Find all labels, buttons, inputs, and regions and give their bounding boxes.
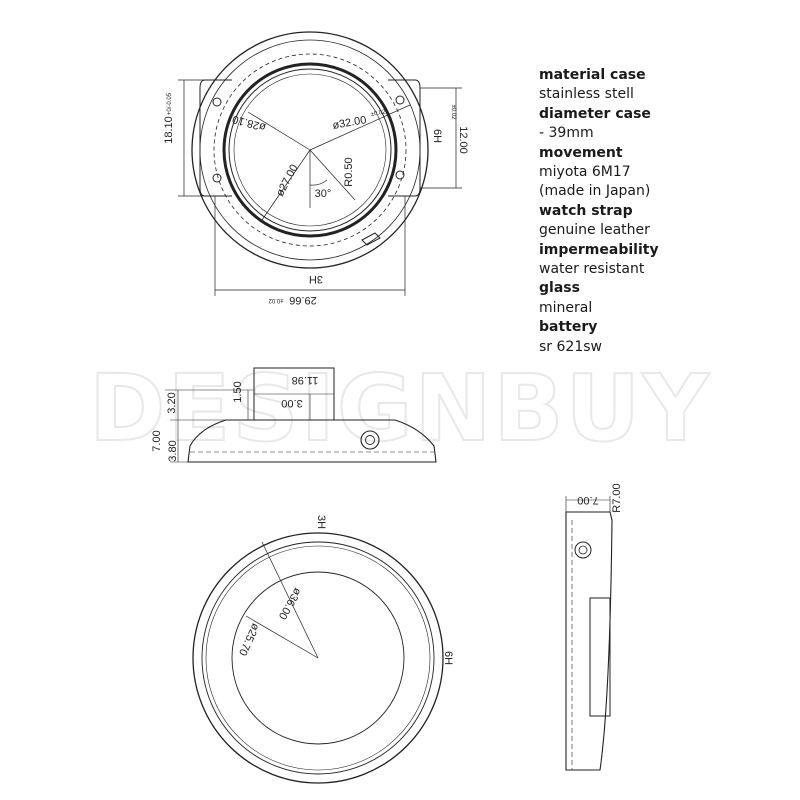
leader-line bbox=[309, 104, 411, 151]
dim-height-3: 7.00 bbox=[151, 430, 163, 451]
spec-value-movement-origin: (made in Japan) bbox=[539, 183, 651, 200]
side-crown bbox=[360, 430, 380, 450]
top-glass-ring bbox=[222, 62, 398, 238]
back-view: ø36.00 ø25.70 3H 6H bbox=[192, 515, 454, 784]
spec-value-watch-strap: genuine leather bbox=[539, 222, 650, 239]
top-view: ø28.10 ø32.00 ±0.02 ø27.00 R0.50 30° 18.… bbox=[163, 31, 469, 306]
dim-crown-offset: 3.00 bbox=[281, 397, 302, 409]
dim-width-tolerance: ±0.02 bbox=[268, 297, 284, 303]
dim-lug-height: 12.00 bbox=[457, 126, 469, 154]
mark-6h: 6H bbox=[431, 129, 443, 143]
dim-width: 29.66 bbox=[289, 294, 317, 306]
mark-3h: 3H bbox=[309, 273, 323, 285]
back-bezel-ring bbox=[201, 541, 435, 775]
dim-back-diameter-1: ø36.00 bbox=[276, 586, 304, 622]
top-dashed-ring bbox=[213, 53, 407, 247]
profile-strap-slot bbox=[589, 597, 611, 717]
leader-line bbox=[247, 111, 311, 151]
top-outer-ring bbox=[191, 31, 429, 269]
lug-hole bbox=[212, 97, 222, 107]
dim-outer-diameter: ø32.00 bbox=[332, 114, 368, 132]
angle-arc bbox=[309, 179, 328, 186]
spec-value-material-case: stainless stell bbox=[539, 86, 634, 103]
top-dial-ring bbox=[228, 68, 392, 232]
back-mark-3h: 3H bbox=[315, 515, 327, 529]
spec-label-glass: glass bbox=[539, 280, 580, 297]
spec-value-battery: sr 621sw bbox=[539, 338, 602, 355]
leader-line bbox=[261, 149, 311, 221]
lug-hole bbox=[395, 95, 405, 105]
dim-height-1: 1.50 bbox=[232, 381, 244, 402]
dim-height-4: 3.80 bbox=[167, 440, 179, 461]
spec-label-movement: movement bbox=[539, 144, 623, 161]
dim-height-2: 3.20 bbox=[166, 392, 178, 413]
spec-label-diameter-case: diameter case bbox=[539, 105, 651, 122]
spec-value-impermeability: water resistant bbox=[539, 261, 645, 278]
side-crown-inner bbox=[365, 435, 375, 445]
top-inner-ring bbox=[233, 73, 387, 227]
profile-case-body bbox=[565, 511, 613, 771]
spec-value-diameter-case: - 39mm bbox=[539, 125, 594, 142]
dim-radius: R0.50 bbox=[343, 157, 355, 186]
dim-crown-width: 11.98 bbox=[292, 374, 319, 386]
lug-hole bbox=[212, 173, 222, 183]
side-view: 11.98 3.00 1.50 3.20 7.00 3.80 bbox=[151, 367, 437, 463]
side-case-body bbox=[187, 419, 437, 463]
spec-label-impermeability: impermeability bbox=[539, 241, 659, 258]
profile-crown bbox=[574, 541, 592, 559]
spec-label-material-case: material case bbox=[539, 67, 646, 83]
dim-outer-diameter-tolerance: ±0.02 bbox=[370, 109, 386, 118]
dim-lug-height-tolerance: ±0.02 bbox=[450, 105, 456, 121]
back-inner-ring bbox=[205, 545, 431, 771]
spec-value-glass: mineral bbox=[539, 299, 593, 316]
dim-back-diameter-2: ø25.70 bbox=[236, 621, 261, 657]
back-caseback-ring bbox=[231, 571, 405, 745]
leader-line bbox=[261, 541, 319, 659]
top-crown bbox=[361, 232, 381, 246]
dim-profile-radius: R7.00 bbox=[611, 483, 623, 512]
profile-crown-inner bbox=[578, 545, 588, 555]
spec-value-movement: miyota 6M17 bbox=[539, 164, 631, 181]
back-mark-6h: 6H bbox=[442, 651, 454, 665]
spec-list: material case stainless stell diameter c… bbox=[539, 66, 779, 357]
back-outer-ring bbox=[192, 532, 444, 784]
watermark: DESIGNBUY bbox=[89, 355, 711, 462]
dim-lug-width-tolerance: +0/-0.05 bbox=[167, 92, 173, 115]
dim-small-diameter: ø27.00 bbox=[274, 163, 301, 199]
left-lug bbox=[199, 79, 232, 197]
lug-hole bbox=[395, 170, 405, 180]
leader-line bbox=[245, 615, 319, 659]
dim-lug-width: 18.10 bbox=[163, 116, 175, 144]
spec-label-watch-strap: watch strap bbox=[539, 202, 633, 219]
dim-angle: 30° bbox=[315, 188, 332, 200]
spec-label-battery: battery bbox=[539, 319, 598, 336]
dim-profile-width: 7.00 bbox=[577, 494, 598, 506]
right-lug bbox=[388, 79, 421, 197]
leader-line bbox=[309, 149, 356, 201]
profile-view: 7.00 R7.00 bbox=[565, 483, 623, 771]
